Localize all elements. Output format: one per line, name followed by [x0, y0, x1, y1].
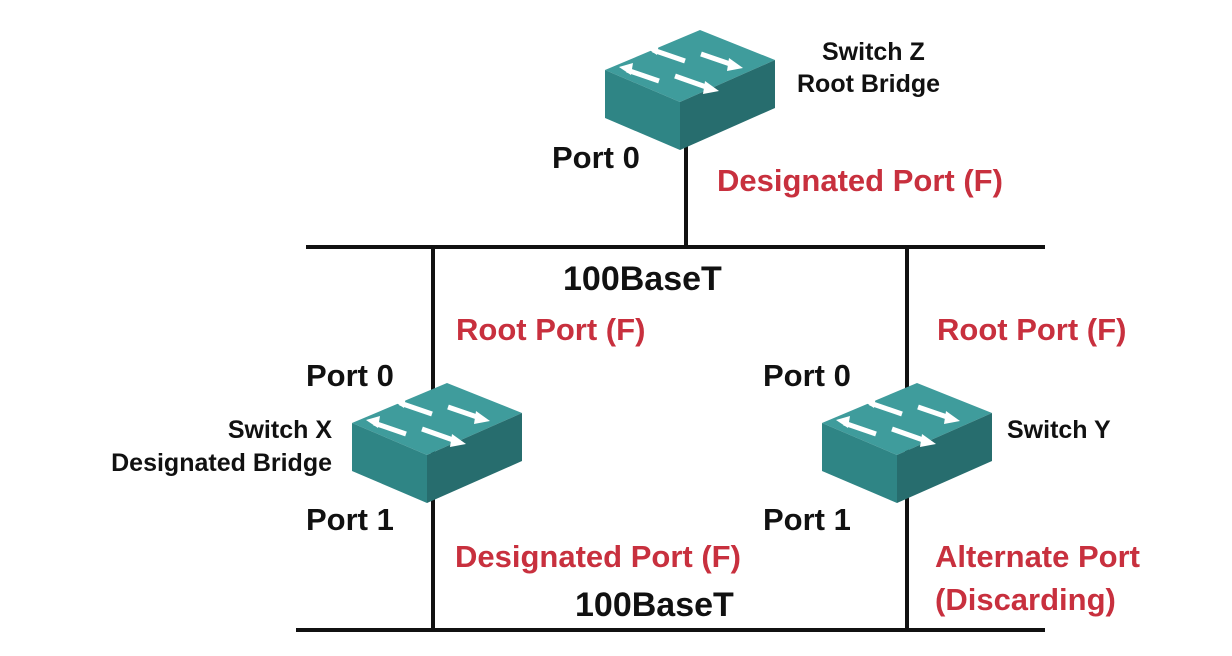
switch-x-port1-state: Designated Port (F) — [455, 539, 741, 574]
switch-x-icon[interactable] — [352, 383, 522, 503]
switch-y-port0-label: Port 0 — [763, 358, 851, 393]
switch-y-port0-state: Root Port (F) — [937, 312, 1127, 347]
switch-z-port0-label: Port 0 — [552, 140, 640, 175]
switch-y-port1-state-line2: (Discarding) — [935, 582, 1116, 617]
switch-y-name: Switch Y — [1007, 416, 1111, 444]
switch-x-port0-label: Port 0 — [306, 358, 394, 393]
switch-z-icon[interactable] — [605, 30, 775, 150]
switch-y-port1-label: Port 1 — [763, 502, 851, 537]
switch-z-role: Root Bridge — [797, 70, 941, 98]
lower-segment-label: 100BaseT — [575, 586, 734, 624]
switch-y-icon[interactable] — [822, 383, 992, 503]
upper-segment-label: 100BaseT — [563, 260, 722, 298]
switch-z-name: Switch Z — [822, 38, 925, 66]
switch-x-port1-label: Port 1 — [306, 502, 394, 537]
switch-x-port0-state: Root Port (F) — [456, 312, 646, 347]
switch-x-role: Designated Bridge — [111, 449, 332, 477]
switch-x-name: Switch X — [227, 416, 332, 444]
switch-y-port1-state-line1: Alternate Port — [935, 539, 1140, 574]
switch-z-port0-state: Designated Port (F) — [717, 163, 1003, 198]
